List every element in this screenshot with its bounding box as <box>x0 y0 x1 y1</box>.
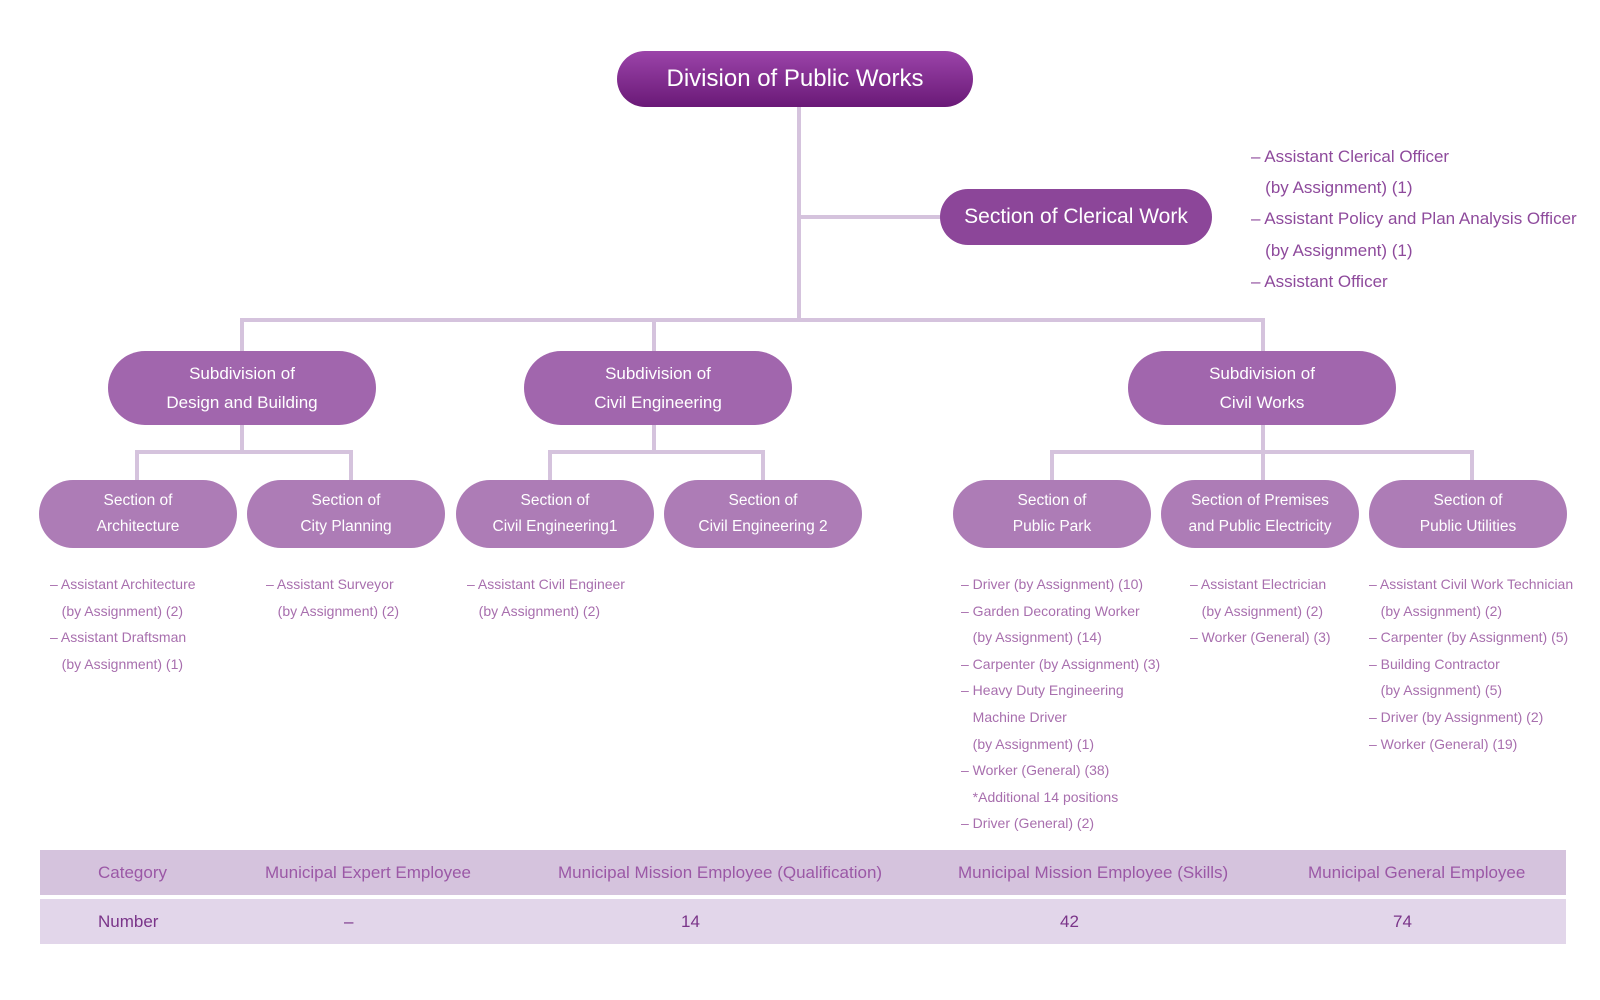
list-item: – Driver (General) (2) <box>961 815 1095 832</box>
section-line2: Civil Engineering1 <box>492 518 618 535</box>
clerical-title: Section of Clerical Work <box>964 205 1188 228</box>
list-item: – Carpenter (by Assignment) (3) <box>961 655 1161 672</box>
value-mission-qualification: 14 <box>681 912 700 931</box>
public-park-position-list: – Driver (by Assignment) (10) – Garden D… <box>961 571 1160 837</box>
section-line2: Public Park <box>1012 518 1092 535</box>
section-line1: Section of <box>311 492 381 509</box>
subdivision-line2: Civil Works <box>1219 393 1305 412</box>
section-line1: Section of <box>103 492 173 509</box>
list-item: – Assistant Draftsman <box>50 629 187 646</box>
value-category: Number <box>98 912 159 931</box>
subdivision-line2: Civil Engineering <box>594 393 722 412</box>
subdivision-line1: Subdivision of <box>1209 364 1315 383</box>
list-item: – Worker (General) (19) <box>1369 735 1518 752</box>
list-item: *Additional 14 positions <box>961 788 1119 805</box>
list-item: – Carpenter (by Assignment) (5) <box>1369 629 1569 646</box>
subdivision-civil-works: Subdivision of Civil Works <box>1128 351 1396 425</box>
section-line1: Section of <box>728 492 798 509</box>
list-item: – Heavy Duty Engineering <box>961 682 1124 699</box>
list-item: – Garden Decorating Worker <box>961 602 1140 619</box>
list-item: – Driver (by Assignment) (2) <box>1369 708 1544 725</box>
clerical-node: Section of Clerical Work <box>940 189 1212 245</box>
section-premises-electricity: Section of Premises and Public Electricit… <box>1161 480 1359 548</box>
list-item: (by Assignment) (1) <box>1251 178 1413 198</box>
header-expert: Municipal Expert Employee <box>265 863 471 882</box>
section-line2: Public Utilities <box>1419 518 1517 535</box>
list-item: – Assistant Civil Engineer <box>467 576 625 592</box>
header-mission-qualification: Municipal Mission Employee (Qualificatio… <box>558 863 883 882</box>
summary-table: Category Municipal Expert Employee Munic… <box>40 850 1566 944</box>
list-item: – Assistant Clerical Officer <box>1251 147 1450 166</box>
section-line2: Architecture <box>96 518 180 535</box>
list-item: (by Assignment) (2) <box>266 602 400 619</box>
section-line1: Section of Premises <box>1191 492 1329 509</box>
list-item: (by Assignment) (2) <box>50 602 184 619</box>
list-item: (by Assignment) (2) <box>1190 602 1324 619</box>
summary-header-row: Category Municipal Expert Employee Munic… <box>40 850 1566 895</box>
value-general: 74 <box>1393 912 1412 931</box>
list-item: – Driver (by Assignment) (10) <box>961 576 1144 592</box>
section-line1: Section of <box>520 492 590 509</box>
subdivision-line1: Subdivision of <box>605 364 711 383</box>
list-item: (by Assignment) (1) <box>961 735 1095 752</box>
list-item: (by Assignment) (1) <box>50 655 184 672</box>
list-item: – Worker (General) (3) <box>1190 629 1331 646</box>
public-utilities-position-list: – Assistant Civil Work Technician (by As… <box>1369 571 1573 757</box>
section-line2: and Public Electricity <box>1188 518 1332 535</box>
subdivision-line2: Design and Building <box>166 393 318 412</box>
list-item: – Assistant Civil Work Technician <box>1369 576 1574 592</box>
section-civil-engineering-2: Section of Civil Engineering 2 <box>664 480 862 548</box>
city-planning-position-list: – Assistant Surveyor (by Assignment) (2) <box>266 571 399 624</box>
section-line1: Section of <box>1017 492 1087 509</box>
section-public-park: Section of Public Park <box>953 480 1151 548</box>
section-public-utilities: Section of Public Utilities <box>1369 480 1567 548</box>
list-item: – Building Contractor <box>1369 655 1500 672</box>
list-item: – Assistant Electrician <box>1190 576 1327 592</box>
section-line1: Section of <box>1433 492 1503 509</box>
premises-electricity-position-list: – Assistant Electrician (by Assignment) … <box>1190 571 1331 651</box>
value-mission-skills: 42 <box>1060 912 1079 931</box>
list-item: (by Assignment) (14) <box>961 629 1102 646</box>
subdivision-civil-engineering: Subdivision of Civil Engineering <box>524 351 792 425</box>
header-mission-skills: Municipal Mission Employee (Skills) <box>958 863 1229 882</box>
list-item: Machine Driver <box>961 708 1067 725</box>
section-architecture: Section of Architecture <box>39 480 237 548</box>
division-node: Division of Public Works <box>617 51 973 107</box>
header-general: Municipal General Employee <box>1308 863 1526 882</box>
section-line2: City Planning <box>300 518 392 535</box>
architecture-position-list: – Assistant Architecture (by Assignment)… <box>50 571 196 677</box>
subdivision-design-building: Subdivision of Design and Building <box>108 351 376 425</box>
section-line2: Civil Engineering 2 <box>698 518 828 535</box>
list-item: (by Assignment) (2) <box>1369 602 1503 619</box>
list-item: – Assistant Policy and Plan Analysis Off… <box>1251 209 1577 229</box>
list-item: – Assistant Architecture <box>50 576 196 592</box>
list-item: (by Assignment) (1) <box>1251 240 1413 260</box>
value-expert: – <box>344 912 354 931</box>
summary-value-row: Number – 14 42 74 <box>40 899 1566 944</box>
list-item: – Assistant Officer <box>1251 271 1388 291</box>
header-category: Category <box>98 863 167 882</box>
section-civil-engineering-1: Section of Civil Engineering1 <box>456 480 654 548</box>
subdivision-line1: Subdivision of <box>189 364 295 383</box>
division-title: Division of Public Works <box>666 65 924 92</box>
list-item: (by Assignment) (2) <box>467 602 601 619</box>
list-item: (by Assignment) (5) <box>1369 682 1503 699</box>
clerical-position-list: – Assistant Clerical Officer (by Assignm… <box>1251 141 1577 297</box>
list-item: – Assistant Surveyor <box>266 576 394 592</box>
list-item: – Worker (General) (38) <box>961 762 1110 779</box>
civil-engineering-1-position-list: – Assistant Civil Engineer (by Assignmen… <box>467 571 625 624</box>
section-city-planning: Section of City Planning <box>247 480 445 548</box>
